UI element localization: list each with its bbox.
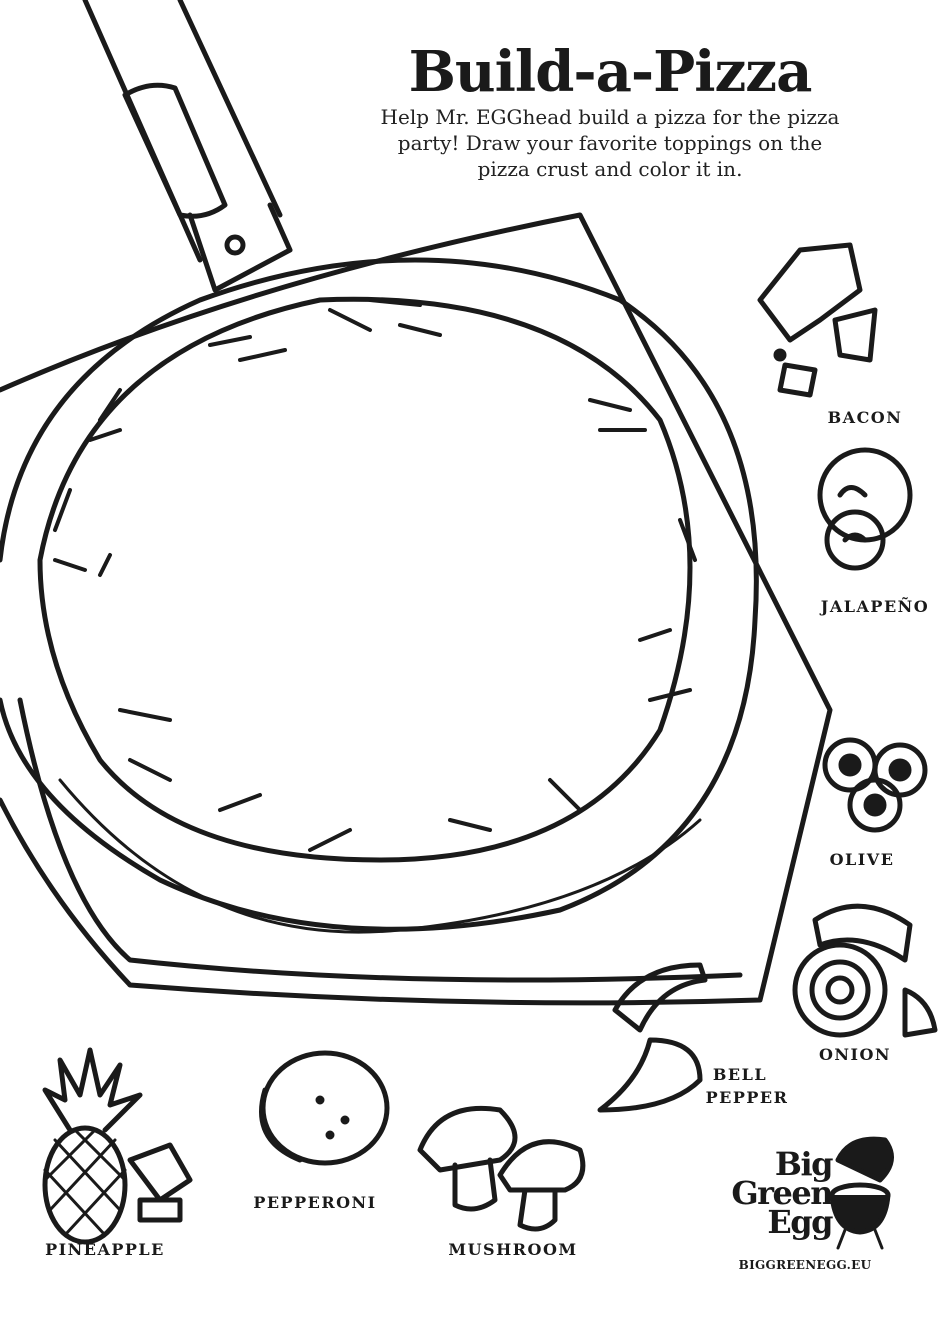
- label-onion: ONION: [818, 1045, 892, 1064]
- big-green-egg-logo: Big Green Egg: [712, 1145, 834, 1241]
- label-pineapple: PINEAPPLE: [45, 1240, 165, 1259]
- label-bacon: BACON: [827, 408, 903, 427]
- olive-icon: [822, 737, 928, 833]
- pizza-peel: [0, 0, 833, 1006]
- onion-icon: [792, 903, 938, 1038]
- label-pepper: PEPPER: [705, 1088, 789, 1107]
- bell-pepper-icon: [597, 962, 708, 1113]
- website-url: BIGGREENEGG.EU: [738, 1258, 872, 1272]
- egg-grill-icon: [829, 1136, 894, 1250]
- logo-line-green: Green: [731, 1174, 833, 1212]
- label-olive: OLIVE: [829, 850, 895, 869]
- label-pepperoni: PEPPERONI: [253, 1193, 377, 1212]
- label-mushroom: MUSHROOM: [448, 1240, 578, 1259]
- logo-line-big: Big: [774, 1145, 834, 1183]
- mushroom-icon: [417, 1105, 586, 1232]
- page-title: Build-a-Pizza: [408, 39, 813, 105]
- cheese-shreds: [53, 298, 697, 852]
- label-bell: BELL: [712, 1065, 768, 1084]
- pineapple-icon: [42, 1047, 193, 1245]
- instructions-text: Help Mr. EGGhead build a pizza for the p…: [380, 105, 840, 181]
- jalapeno-icon: [817, 447, 913, 571]
- label-jalapeno: JALAPEÑO: [820, 597, 930, 616]
- logo-line-egg: Egg: [767, 1203, 833, 1241]
- bacon-icon: [757, 242, 878, 398]
- pepperoni-icon: [259, 1050, 390, 1166]
- pizza-crust: [0, 257, 759, 934]
